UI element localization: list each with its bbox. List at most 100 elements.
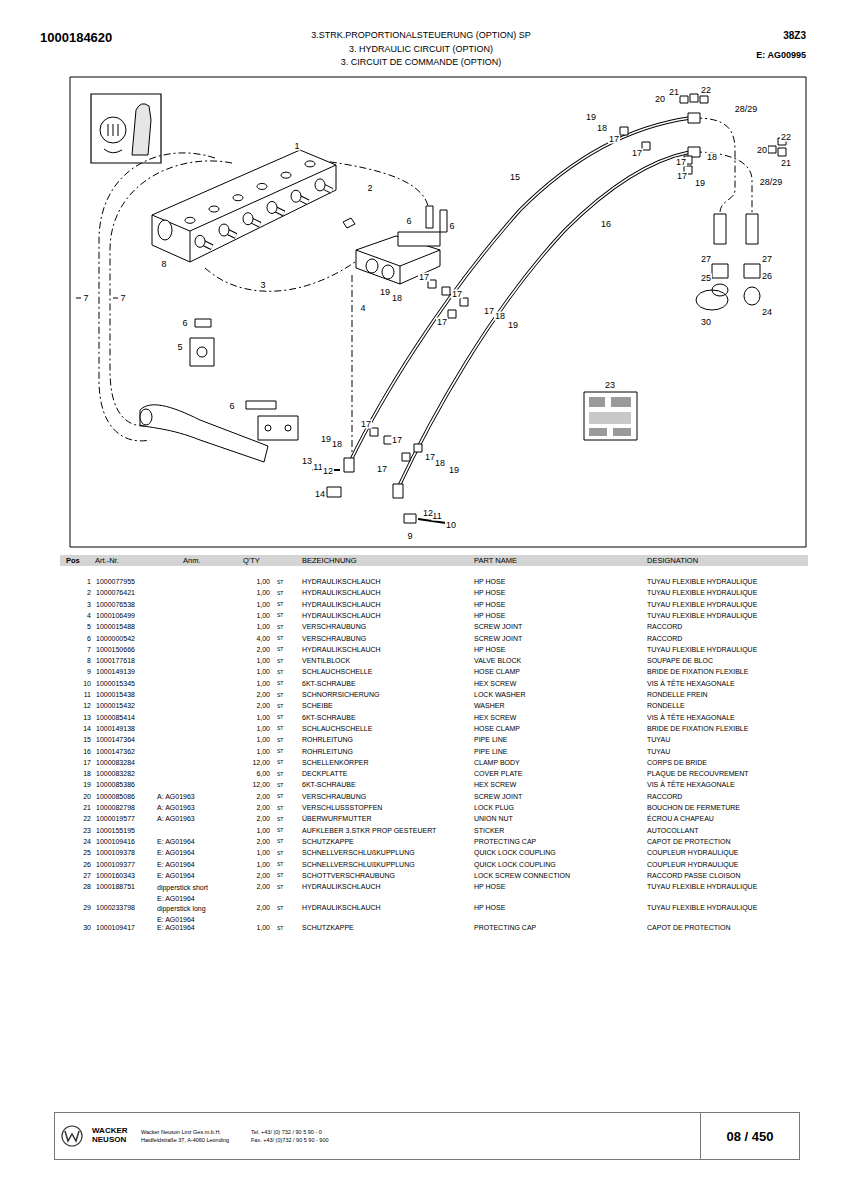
dipperstick <box>140 405 268 462</box>
bracket-plate <box>258 416 298 440</box>
mounting-plate <box>398 232 440 246</box>
name-german: SCHUTZKAPPE <box>302 838 354 845</box>
callout-number: 17 <box>608 135 620 144</box>
part-number: 1000184620 <box>40 31 112 44</box>
quantity: 2,00 <box>256 872 270 879</box>
name-german: SCHEIBE <box>302 702 333 709</box>
name-german: HYDRAULIKSCHLAUCH <box>302 883 381 890</box>
callout-number: 17 <box>631 149 643 158</box>
article-number: 1000000542 <box>96 635 135 642</box>
clamp-body <box>448 310 456 318</box>
elbow-fitting <box>343 218 355 228</box>
name-french: BRIDE DE FIXATION FLEXIBLE <box>647 725 748 732</box>
name-german: VERSCHRAUBUNG <box>302 793 366 800</box>
unit: ST <box>277 659 283 664</box>
name-english: VALVE BLOCK <box>474 657 521 664</box>
hand-symbol <box>100 117 126 143</box>
unit: ST <box>277 580 283 585</box>
company-address: Wacker Neuson Linz Ges.m.b.H. <box>141 1130 221 1136</box>
sticker-field <box>589 412 631 424</box>
remark: dipperstick long E: AG01964 <box>157 904 211 925</box>
remark: dipperstick short E: AG01964 <box>157 883 211 904</box>
article-number: 1000109377 <box>96 861 135 868</box>
spool-port <box>219 224 229 236</box>
position-number: 7 <box>87 646 91 653</box>
position-number: 13 <box>83 714 91 721</box>
remark: E: AG01964 <box>157 872 195 879</box>
name-french: RONDELLE <box>647 702 685 709</box>
remark: A: AG01963 <box>157 815 195 822</box>
article-number: 1000085086 <box>96 793 135 800</box>
unit: ST <box>277 828 283 833</box>
name-french: CORPS DE BRIDE <box>647 759 707 766</box>
article-number: 1000015345 <box>96 680 135 687</box>
valve-block-edge <box>152 165 336 231</box>
callout-number: 18 <box>596 124 608 133</box>
callout-number: 5 <box>176 343 183 352</box>
unit: ST <box>277 602 283 607</box>
quantity: 1,00 <box>256 725 270 732</box>
unit: ST <box>277 806 283 811</box>
callout-number: 1 <box>293 142 300 151</box>
valve-port <box>366 259 378 273</box>
pipe-fitting <box>344 458 354 472</box>
name-french: TUYAU FLEXIBLE HYDRAULIQUE <box>647 601 757 608</box>
article-number: 1000155195 <box>96 827 135 834</box>
quantity: 2,00 <box>256 691 270 698</box>
article-number: 1000177618 <box>96 657 135 664</box>
position-number: 8 <box>87 657 91 664</box>
name-english: PIPE LINE <box>474 736 507 743</box>
callout-number: 22 <box>780 133 792 142</box>
callout-number: 22 <box>700 86 712 95</box>
name-german: 6KT-SCHRAUBE <box>302 781 356 788</box>
callout-number: 19 <box>694 179 706 188</box>
spool-port <box>195 235 205 247</box>
quantity: 1,00 <box>256 748 270 755</box>
name-german: SCHLAUCHSCHELLE <box>302 668 372 675</box>
position-number: 24 <box>83 838 91 845</box>
unit: ST <box>277 625 283 630</box>
lock-screw-connection <box>714 214 758 244</box>
name-english: HP HOSE <box>474 904 505 911</box>
unit: ST <box>277 670 283 675</box>
name-french: RONDELLE FREIN <box>647 691 708 698</box>
article-number: 1000106499 <box>96 612 135 619</box>
name-french: TUYAU FLEXIBLE HYDRAULIQUE <box>647 578 757 585</box>
quantity: 2,00 <box>256 838 270 845</box>
quantity: 2,00 <box>256 883 270 890</box>
name-french: VIS À TÊTE HEXAGONALE <box>647 680 735 687</box>
logo-emblem <box>65 1131 79 1141</box>
name-english: HOSE CLAMP <box>474 668 520 675</box>
callout-number: 10 <box>445 521 457 530</box>
callout-number: 26 <box>761 272 773 281</box>
callout-number: 3 <box>259 281 266 290</box>
callout-number: 17 <box>436 318 448 327</box>
clamp-body <box>414 444 422 452</box>
unit: ST <box>277 885 283 890</box>
company-contact: Fax. +43/ (0)732 / 90 5 90 - 900 <box>251 1138 329 1144</box>
name-english: HP HOSE <box>474 612 505 619</box>
drawing-frame <box>70 77 806 547</box>
name-german: VENTILBLOCK <box>302 657 350 664</box>
remark: E: AG01964 <box>157 924 195 931</box>
position-number: 16 <box>83 748 91 755</box>
quantity: 1,00 <box>256 861 270 868</box>
callout-number: 20 <box>654 95 666 104</box>
valve-port <box>382 265 394 279</box>
quantity: 2,00 <box>256 646 270 653</box>
quantity: 1,00 <box>256 680 270 687</box>
unit: ST <box>277 873 283 878</box>
callout-number: 28/29 <box>734 105 759 114</box>
joystick-lever <box>132 104 151 155</box>
unit: ST <box>277 839 283 844</box>
position-number: 11 <box>84 691 91 698</box>
position-number: 22 <box>83 815 91 822</box>
sticker-field <box>613 428 631 436</box>
quantity: 1,00 <box>256 578 270 585</box>
pipe-line-core <box>398 152 690 488</box>
remark: A: AG01963 <box>157 793 195 800</box>
article-number: 1000160343 <box>96 872 135 879</box>
hydraulic-hose <box>695 118 735 213</box>
page-number-box: 08 / 450 <box>700 1112 800 1160</box>
